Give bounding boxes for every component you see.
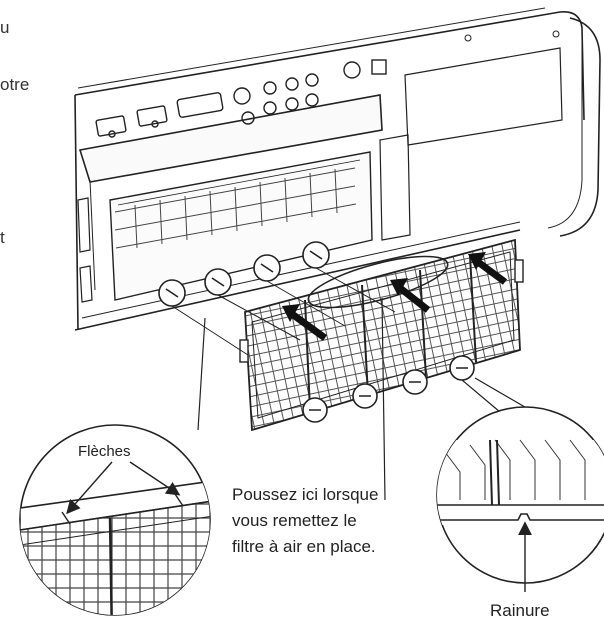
instruction-line-2: vous remettez le [232, 511, 357, 530]
push-zone-ellipse [307, 255, 449, 309]
projector-body [74, 7, 601, 331]
instruction-line-1: Poussez ici lorsque [232, 485, 378, 504]
push-label-leader [381, 297, 386, 501]
filter-notch-markers [302, 355, 475, 423]
cropped-text-fragment-1: u [0, 18, 10, 37]
groove-label: Rainure [490, 601, 550, 620]
right-zoom-leader [461, 377, 531, 413]
instruction-line-3: filtre à air en place. [232, 537, 376, 556]
left-zoom-leader [197, 317, 206, 431]
right-magnifier [436, 406, 604, 592]
filter-bay-grid [114, 167, 357, 249]
connector-panel [95, 59, 387, 138]
cropped-text-fragment-2: otre [0, 75, 30, 94]
insertion-arrows [289, 259, 508, 341]
arrows-label: Flèches [78, 443, 131, 460]
insertion-arrowheads [282, 252, 486, 322]
cropped-text-fragment-3: t [0, 228, 5, 247]
air-filter [239, 238, 524, 432]
